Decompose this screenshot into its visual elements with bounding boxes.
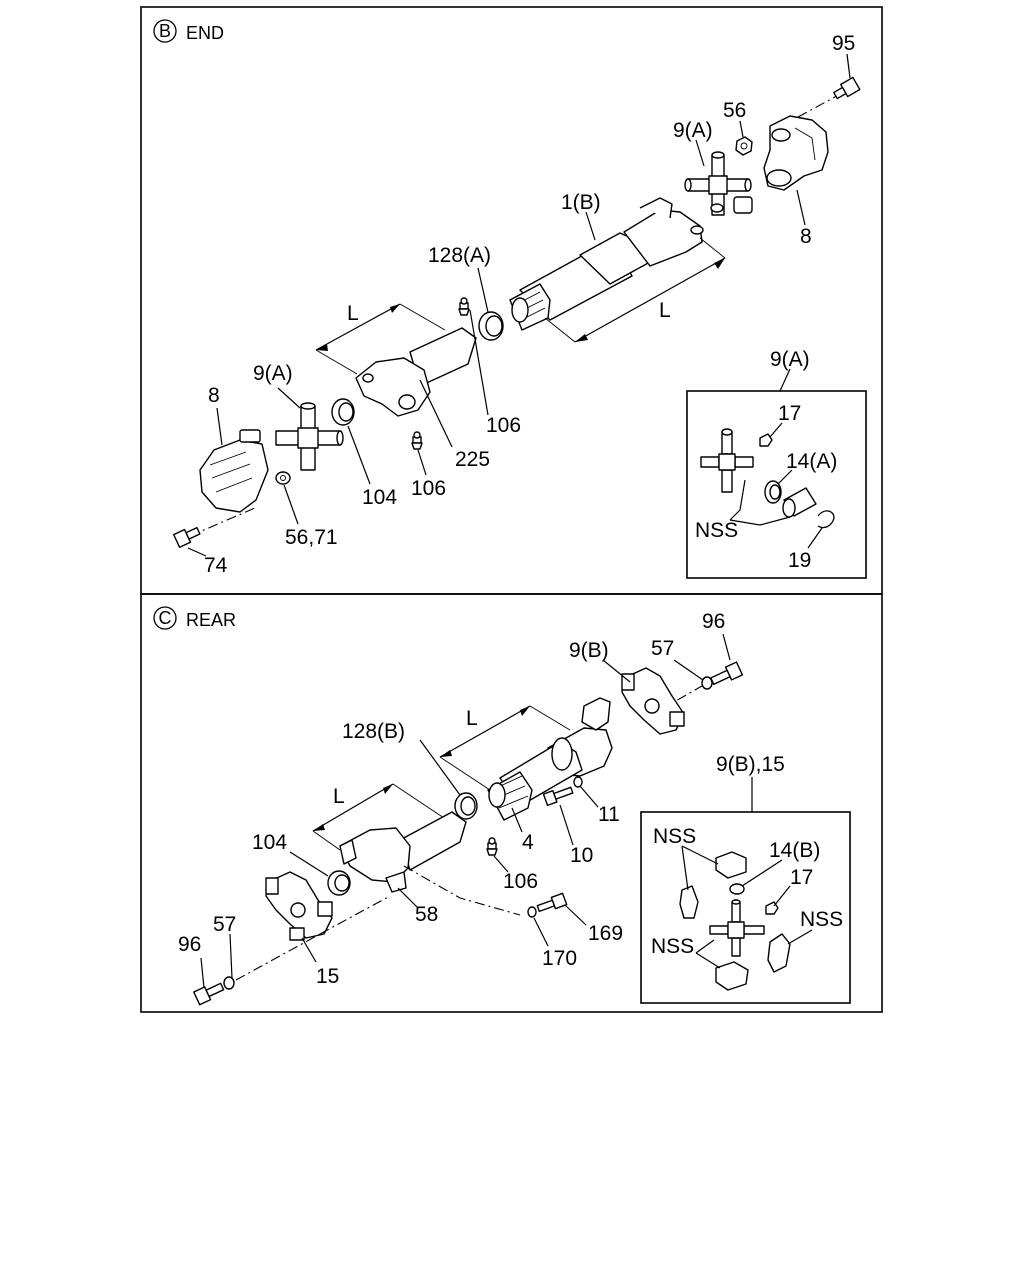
label-128a: 128(A) bbox=[428, 244, 491, 267]
inset-label-14b: 14(B) bbox=[769, 839, 820, 862]
inset-label-nss-right: NSS bbox=[800, 908, 843, 931]
label-11: 11 bbox=[598, 803, 620, 826]
label-L-left: L bbox=[347, 302, 359, 325]
label-8-left: 8 bbox=[208, 384, 220, 407]
label-L-left-rear: L bbox=[333, 785, 345, 808]
inset-label-14a: 14(A) bbox=[786, 450, 837, 473]
label-128b: 128(B) bbox=[342, 720, 405, 743]
rear-parts-drawing bbox=[193, 661, 744, 1006]
label-104-rear: 104 bbox=[252, 831, 287, 854]
label-9a-top: 9(A) bbox=[673, 119, 713, 142]
rear-part-labels: 96 9(B) 57 128(B) L L 11 4 10 104 106 58… bbox=[178, 610, 725, 988]
end-parts-drawing bbox=[172, 76, 861, 549]
label-58: 58 bbox=[415, 903, 438, 926]
label-10: 10 bbox=[570, 844, 593, 867]
label-56-71: 56,71 bbox=[285, 526, 338, 549]
label-L-right-rear: L bbox=[466, 707, 478, 730]
label-56: 56 bbox=[723, 99, 746, 122]
end-section-header: B END bbox=[153, 19, 224, 43]
label-57-top: 57 bbox=[651, 637, 674, 660]
label-104: 104 bbox=[362, 486, 397, 509]
end-inset-9a: 9(A) 17 14(A) NSS 19 bbox=[686, 348, 867, 579]
label-L-right: L bbox=[659, 299, 671, 322]
end-leader-lines bbox=[187, 53, 851, 557]
label-57-bottom: 57 bbox=[213, 913, 236, 936]
rear-section-header: C REAR bbox=[153, 606, 236, 630]
label-169: 169 bbox=[588, 922, 623, 945]
rear-leader-lines bbox=[200, 633, 731, 989]
inset-9a-title: 9(A) bbox=[770, 348, 810, 371]
label-106-a: 106 bbox=[486, 414, 521, 437]
label-170: 170 bbox=[542, 947, 577, 970]
inset-label-19: 19 bbox=[788, 549, 811, 572]
label-95: 95 bbox=[832, 32, 855, 55]
label-106-rear: 106 bbox=[503, 870, 538, 893]
inset-label-17-rear: 17 bbox=[790, 866, 813, 889]
rear-inset-9b-15: 9(B),15 NSS 14(B) 17 NSS NSS bbox=[640, 753, 851, 1004]
label-96-top: 96 bbox=[702, 610, 725, 633]
label-74: 74 bbox=[204, 554, 228, 577]
end-section-title: END bbox=[186, 23, 224, 43]
label-15: 15 bbox=[316, 965, 339, 988]
inset-label-nss-top-left: NSS bbox=[653, 825, 696, 848]
inset-9b-15-title: 9(B),15 bbox=[716, 753, 785, 776]
label-1b: 1(B) bbox=[561, 191, 601, 214]
inset-label-17: 17 bbox=[778, 402, 801, 425]
label-96-bottom: 96 bbox=[178, 933, 201, 956]
end-section-marker: B bbox=[159, 21, 171, 41]
rear-section-frame bbox=[140, 593, 883, 1013]
label-9b: 9(B) bbox=[569, 639, 609, 662]
label-4: 4 bbox=[522, 831, 534, 854]
rear-section-title: REAR bbox=[186, 610, 236, 630]
inset-label-nss-bottom: NSS bbox=[651, 935, 694, 958]
label-9a-left: 9(A) bbox=[253, 362, 293, 385]
label-106-b: 106 bbox=[411, 477, 446, 500]
inset-label-nss: NSS bbox=[695, 519, 738, 542]
label-8-top: 8 bbox=[800, 225, 812, 248]
end-part-labels: 95 56 9(A) 8 1(B) 128(A) L L 9(A) 8 106 … bbox=[204, 32, 855, 577]
label-225: 225 bbox=[455, 448, 490, 471]
rear-section-marker: C bbox=[159, 608, 172, 628]
